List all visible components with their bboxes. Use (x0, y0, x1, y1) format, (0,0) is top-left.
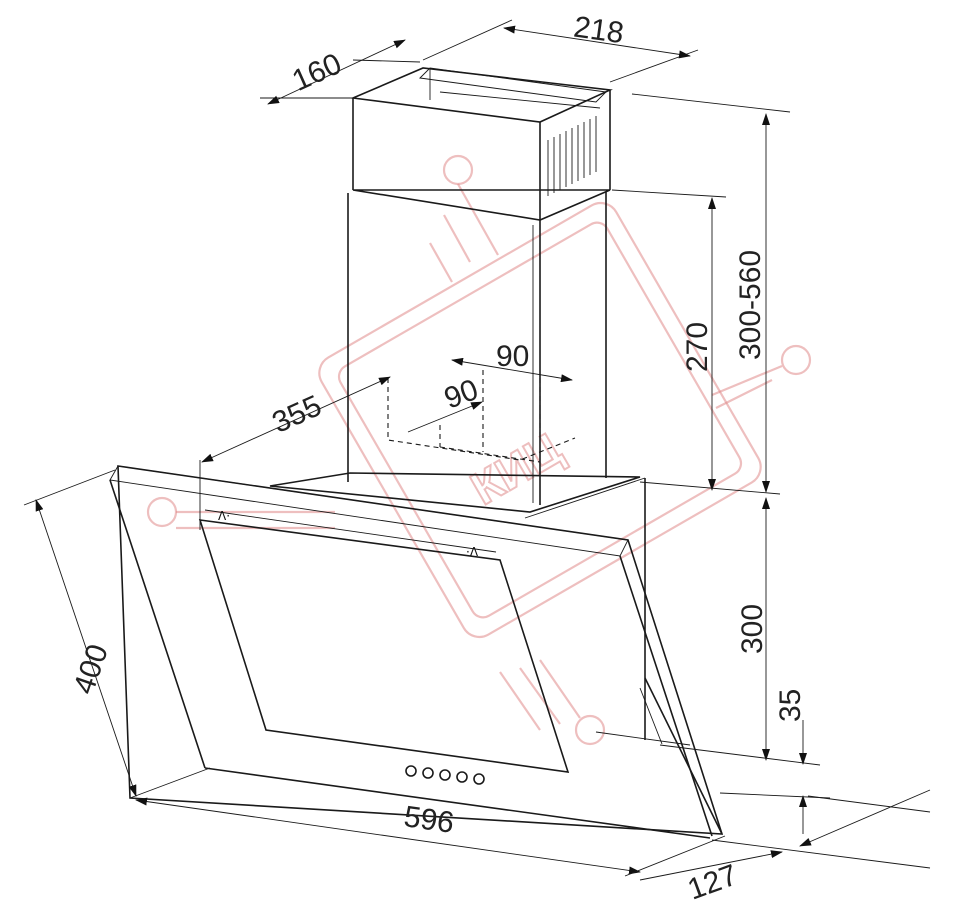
dim-glass-height: 400 (67, 640, 115, 698)
dim-duct-depth: 160 (287, 47, 346, 98)
dim-lower-height: 300 (736, 604, 769, 654)
dim-upper-duct-height: 270 (681, 322, 714, 372)
dim-wall-offset: 355 (267, 389, 326, 440)
svg-text:·Λ: ·Λ (466, 545, 479, 559)
svg-text:Λ·: Λ· (218, 509, 230, 523)
button-5-icon (473, 773, 485, 785)
button-1-icon (405, 765, 417, 777)
dimension-labels: 218 160 300-560 270 300 35 90 90 355 400… (67, 11, 807, 907)
dim-bottom-thickness: 35 (774, 689, 807, 722)
button-3-icon (439, 769, 451, 781)
dim-depth: 127 (683, 858, 741, 906)
button-2-icon (422, 767, 434, 779)
dim-chimney-total-height: 300-560 (734, 250, 767, 360)
dim-duct-width: 218 (572, 11, 626, 51)
watermark-text: КИЦ (462, 422, 570, 515)
upper-duct (349, 67, 613, 220)
dim-outlet-depth: 90 (440, 373, 483, 415)
vent-slots (547, 116, 597, 196)
dim-width: 596 (402, 800, 456, 840)
button-4-icon (456, 771, 468, 783)
watermark: КИЦ (146, 154, 812, 746)
control-buttons (405, 765, 485, 785)
dimension-lines (23, 19, 931, 881)
hood-body: Λ· ·Λ (109, 465, 724, 839)
dim-outlet-width: 90 (496, 340, 529, 373)
